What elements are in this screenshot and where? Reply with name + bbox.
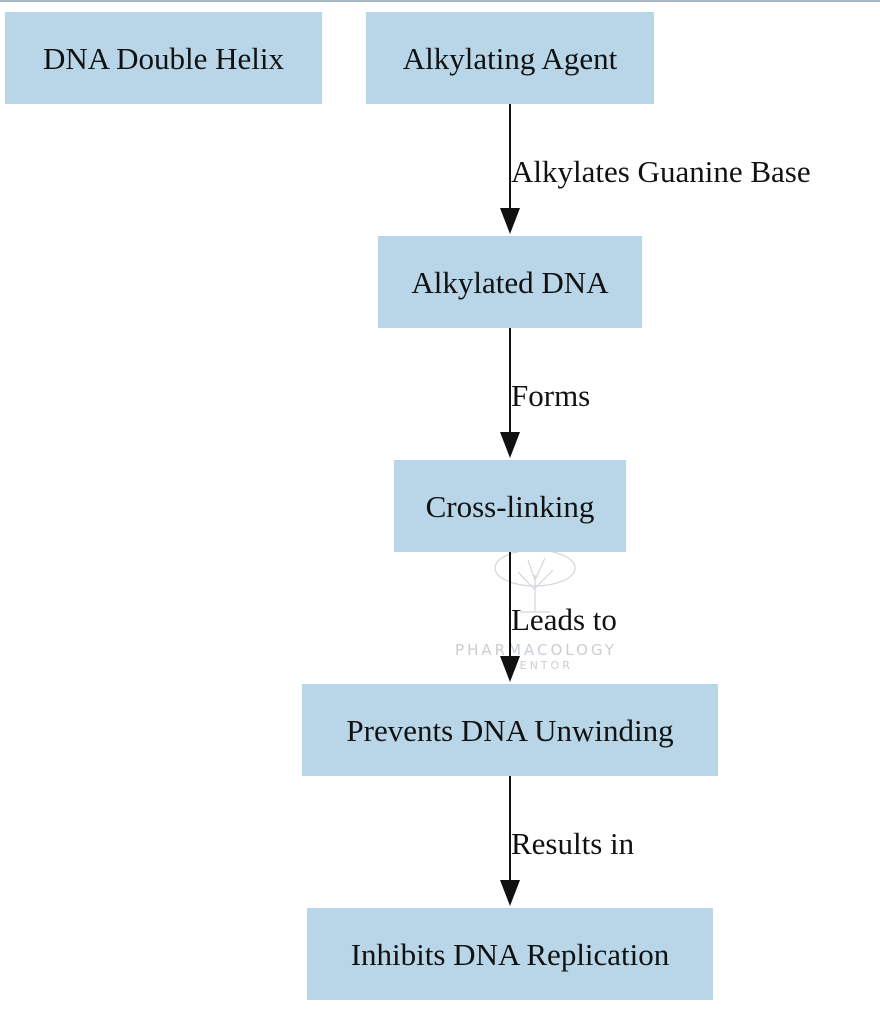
node-dna-double-helix: DNA Double Helix <box>5 12 322 104</box>
nodes-layer: DNA Double Helix Alkylating Agent Alkyla… <box>5 12 718 1000</box>
node-label-alkylating-agent: Alkylating Agent <box>403 41 618 76</box>
edge-unwind-to-inhibit: Results in <box>500 776 635 906</box>
node-cross-linking: Cross-linking <box>394 460 626 552</box>
edges-layer: Alkylates Guanine Base Forms Leads to Re… <box>500 104 811 906</box>
node-alkylating-agent: Alkylating Agent <box>366 12 654 104</box>
node-inhibits-dna-replication: Inhibits DNA Replication <box>307 908 713 1000</box>
edge-alkylated-to-crosslink: Forms <box>500 328 590 458</box>
edge-agent-to-alkylated: Alkylates Guanine Base <box>500 104 811 234</box>
edge-label-forms: Forms <box>511 378 590 413</box>
node-alkylated-dna: Alkylated DNA <box>378 236 642 328</box>
node-label-cross-linking: Cross-linking <box>426 489 595 524</box>
edge-label-leads-to: Leads to <box>511 602 617 637</box>
top-border <box>0 0 880 2</box>
edge-label-alkylates: Alkylates Guanine Base <box>511 154 811 189</box>
watermark-line1: PHARMACOLOGY <box>455 641 617 659</box>
watermark-logo: PHARMACOLOGY MENTOR <box>455 549 617 672</box>
watermark-line2: MENTOR <box>507 659 573 672</box>
node-label-inhibits-dna-replication: Inhibits DNA Replication <box>351 937 670 972</box>
node-label-alkylated-dna: Alkylated DNA <box>411 265 609 300</box>
node-prevents-dna-unwinding: Prevents DNA Unwinding <box>302 684 718 776</box>
edge-label-results-in: Results in <box>511 826 635 861</box>
edge-crosslink-to-unwind: Leads to <box>500 552 617 682</box>
node-label-prevents-dna-unwinding: Prevents DNA Unwinding <box>346 713 673 748</box>
node-label-dna-double-helix: DNA Double Helix <box>43 41 285 76</box>
